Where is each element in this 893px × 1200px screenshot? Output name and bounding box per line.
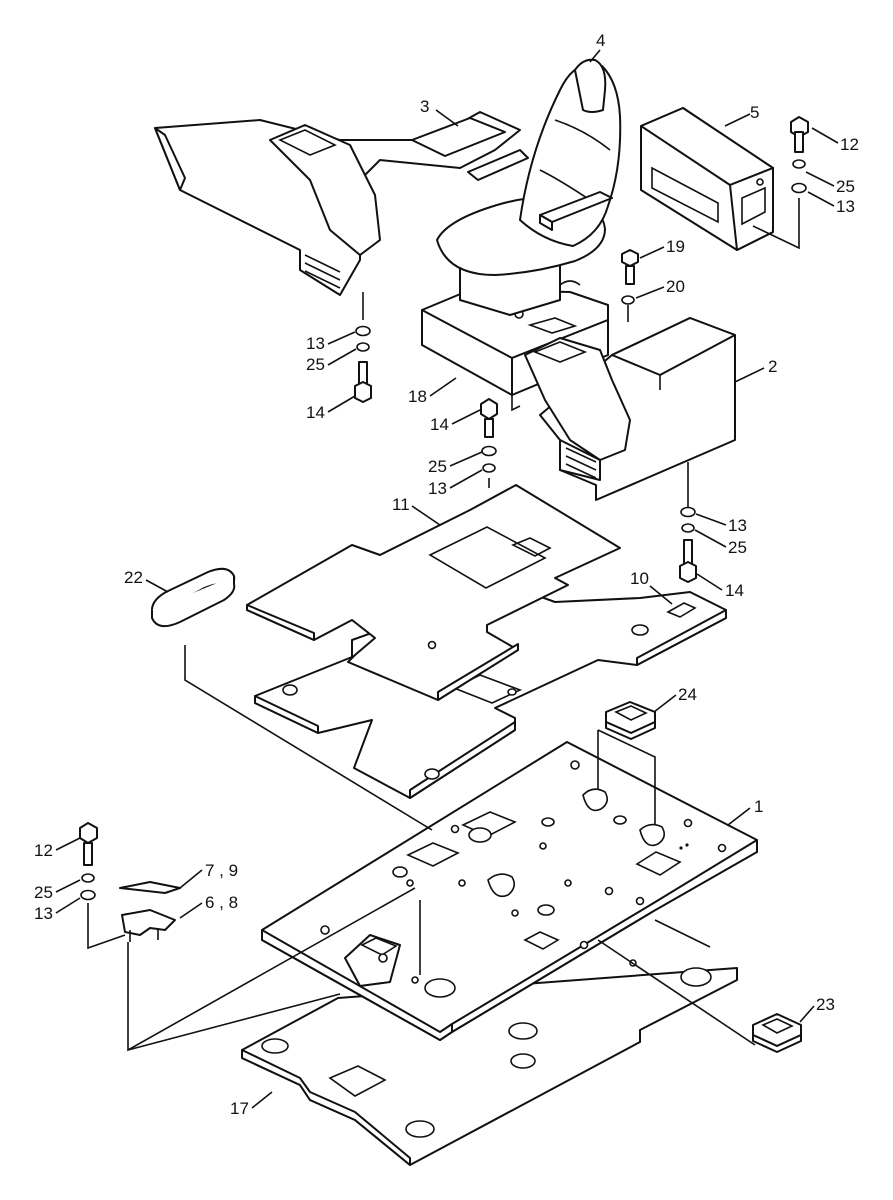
callout-14-seat-center: 14	[430, 415, 449, 434]
callout-13-left: 13	[34, 904, 53, 923]
part-11-seat-mat	[246, 484, 621, 701]
callout-25-seat-left: 25	[306, 355, 325, 374]
callout-13-right-top: 13	[836, 197, 855, 216]
callout-13-seat-left: 13	[306, 334, 325, 353]
callout-20: 20	[666, 277, 685, 296]
callout-labels: 4 3 5 12 25 13 19 20 13 25 2 18 14 14 25…	[34, 31, 859, 1118]
part-4-seat	[436, 58, 622, 316]
callout-4: 4	[596, 31, 605, 50]
callout-12-top: 12	[840, 135, 859, 154]
callout-24: 24	[678, 685, 697, 704]
callout-3: 3	[420, 97, 429, 116]
part-24-cap	[605, 701, 656, 740]
part-2-right-console	[524, 317, 736, 501]
callout-2: 2	[768, 357, 777, 376]
callout-19: 19	[666, 237, 685, 256]
fastener-stack-seat-left	[354, 292, 372, 403]
callout-5: 5	[750, 103, 759, 122]
callout-25-seat-center: 25	[428, 457, 447, 476]
part-22-grommet	[151, 567, 236, 628]
fastener-stack-right-top	[752, 116, 809, 250]
callout-25-console-right: 25	[728, 538, 747, 557]
callout-6-8: 6 , 8	[205, 893, 238, 912]
callout-22: 22	[124, 568, 143, 587]
callout-14-console-right: 14	[725, 581, 744, 600]
callout-10: 10	[630, 569, 649, 588]
callout-7-9: 7 , 9	[205, 861, 238, 880]
part-1-floor-plate	[261, 741, 758, 1041]
fastener-stack-console-right	[679, 462, 697, 583]
part-23-cap	[752, 1013, 802, 1053]
fastener-stack-left	[79, 822, 416, 1052]
callout-23: 23	[816, 995, 835, 1014]
callout-25-right-top: 25	[836, 177, 855, 196]
callout-1: 1	[754, 797, 763, 816]
callout-18: 18	[408, 387, 427, 406]
leader-lines	[127, 645, 756, 1051]
fastener-stack-seat-center	[480, 249, 639, 488]
part-3-left-console	[154, 111, 521, 296]
callout-14-seat-left: 14	[306, 403, 325, 422]
callout-12-left: 12	[34, 841, 53, 860]
callout-25-left: 25	[34, 883, 53, 902]
callout-13-seat-center: 13	[428, 479, 447, 498]
callout-17: 17	[230, 1099, 249, 1118]
part-5-box	[640, 107, 774, 251]
callout-13-console-right: 13	[728, 516, 747, 535]
callout-11: 11	[392, 495, 410, 514]
part-17-lower-plate	[241, 967, 738, 1166]
